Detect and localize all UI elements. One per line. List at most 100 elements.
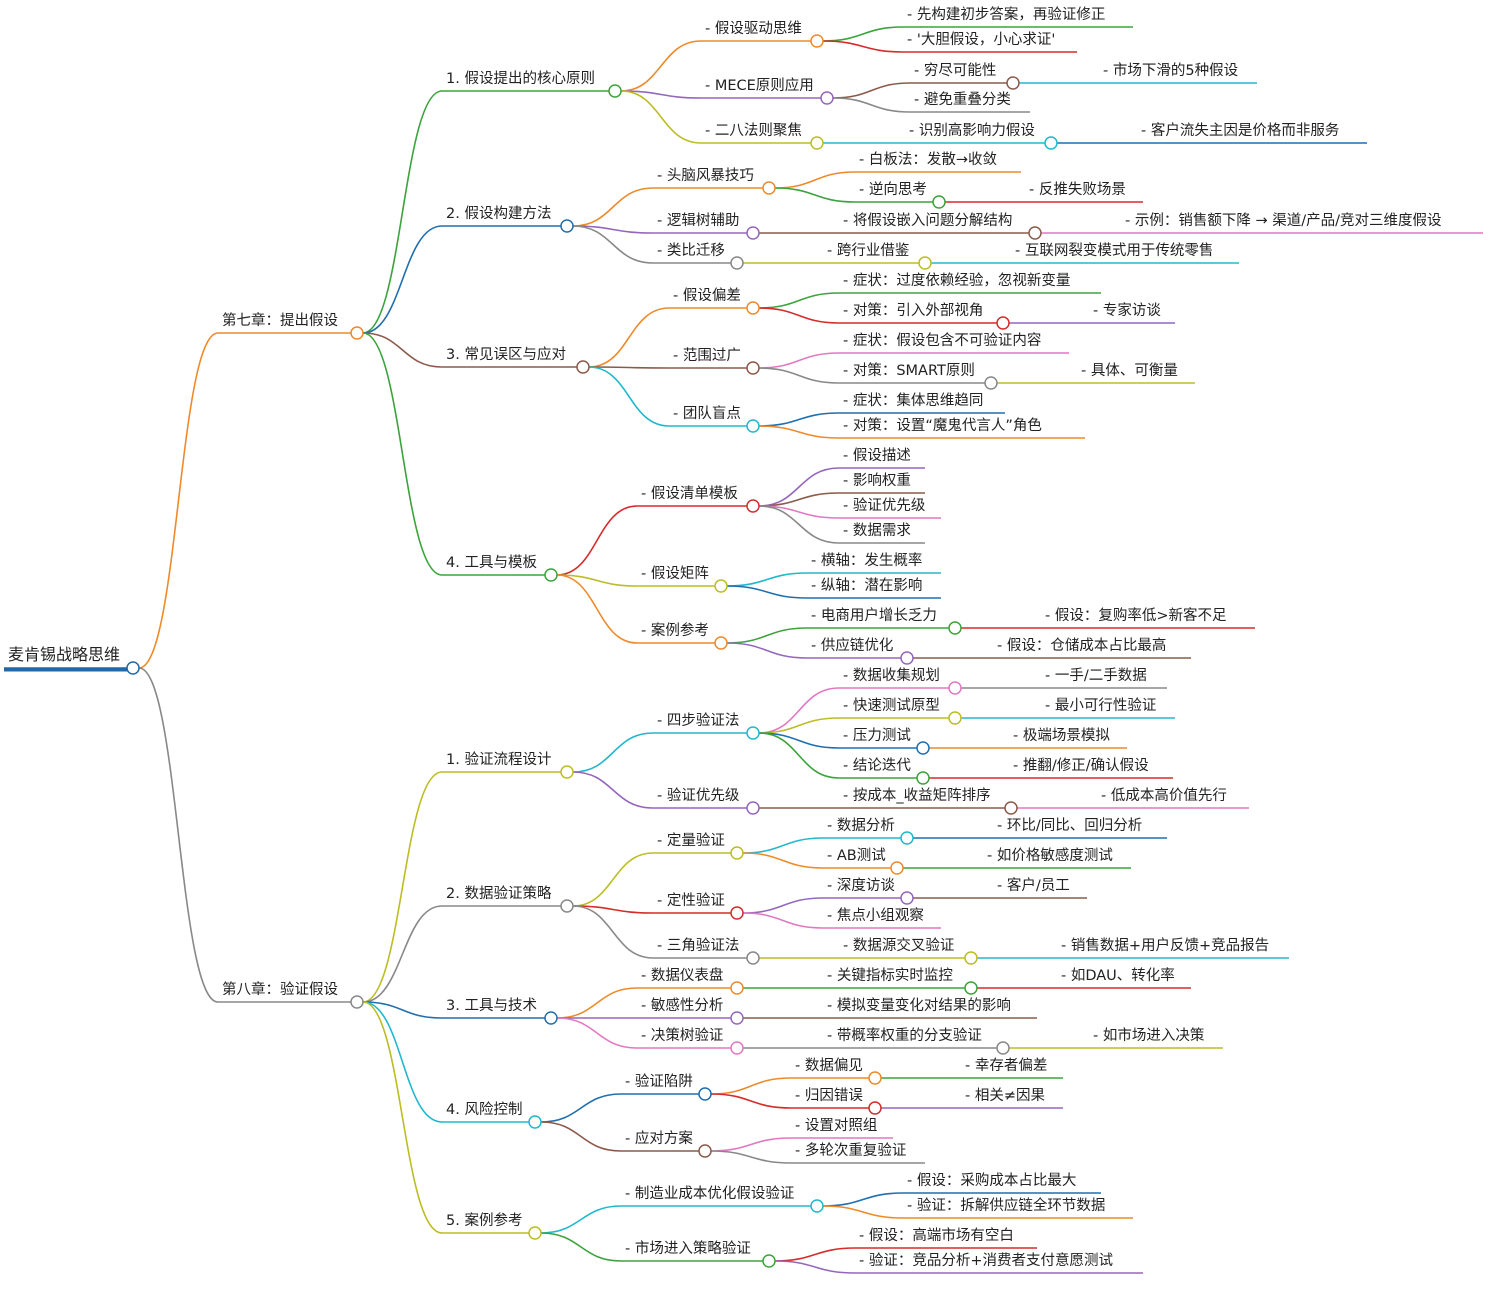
detail-2-3-3-1-node[interactable]: - 如市场进入决策	[1089, 1027, 1223, 1049]
leaf-2-3-3-1-node[interactable]: - 带概率权重的分支验证	[823, 1027, 1003, 1049]
leaf-1-4-3-2-node-toggle-circle[interactable]	[900, 651, 914, 665]
chapter-2-node-toggle-circle[interactable]	[350, 995, 364, 1009]
detail-1-1-2-1-node[interactable]: - 市场下滑的5种假设	[1099, 62, 1257, 84]
leaf-1-2-1-2-node-toggle-circle[interactable]	[932, 195, 946, 209]
section-2-5-node[interactable]: 5. 案例参考	[442, 1211, 535, 1234]
leaf-2-1-1-1-node-toggle-circle[interactable]	[948, 681, 962, 695]
item-2-2-3-node-toggle-circle[interactable]	[746, 951, 760, 965]
detail-2-4-1-2-node[interactable]: - 相关≠因果	[961, 1087, 1063, 1109]
leaf-1-4-1-3-node[interactable]: - 验证优先级	[839, 497, 941, 519]
leaf-2-5-1-1-node[interactable]: - 假设：采购成本占比最大	[903, 1172, 1101, 1194]
section-2-2-node[interactable]: 2. 数据验证策略	[442, 885, 567, 907]
item-2-1-1-node-toggle-circle[interactable]	[746, 726, 760, 740]
leaf-1-1-1-1-node[interactable]: - 先构建初步答案，再验证修正	[903, 5, 1133, 28]
leaf-2-1-1-1-node[interactable]: - 数据收集规划	[839, 667, 955, 689]
item-1-1-1-node-toggle-circle[interactable]	[810, 34, 824, 48]
leaf-2-2-2-2-node[interactable]: - 焦点小组观察	[823, 906, 941, 929]
leaf-1-3-1-2-node-toggle-circle[interactable]	[996, 316, 1010, 330]
item-2-4-2-node[interactable]: - 应对方案	[621, 1129, 705, 1152]
root-node-toggle-circle[interactable]	[126, 661, 140, 675]
item-2-3-1-node[interactable]: - 数据仪表盘	[637, 966, 737, 989]
leaf-1-4-2-2-node[interactable]: - 纵轴：潜在影响	[807, 577, 941, 599]
item-2-2-3-node[interactable]: - 三角验证法	[653, 937, 753, 959]
detail-1-4-3-2-node[interactable]: - 假设：仓储成本占比最高	[993, 637, 1191, 659]
section-2-3-node[interactable]: 3. 工具与技术	[442, 997, 551, 1019]
leaf-1-1-2-1-node[interactable]: - 穷尽可能性	[910, 62, 1013, 84]
item-2-2-1-node-toggle-circle[interactable]	[730, 846, 744, 860]
item-1-4-3-node[interactable]: - 案例参考	[637, 621, 721, 644]
leaf-1-3-3-1-node[interactable]: - 症状：集体思维趋同	[839, 392, 1005, 414]
section-1-4-node-toggle-circle[interactable]	[544, 568, 558, 582]
leaf-1-1-3-1-node[interactable]: - 识别高影响力假设	[905, 122, 1051, 144]
item-2-1-1-node[interactable]: - 四步验证法	[653, 712, 753, 734]
detail-2-1-1-4-node[interactable]: - 推翻/修正/确认假设	[1009, 757, 1173, 779]
item-2-4-2-node-toggle-circle[interactable]	[698, 1144, 712, 1158]
item-2-3-1-node-toggle-circle[interactable]	[730, 981, 744, 995]
leaf-2-3-3-1-node-toggle-circle[interactable]	[996, 1041, 1010, 1055]
leaf-1-4-2-1-node[interactable]: - 横轴：发生概率	[807, 552, 941, 574]
section-1-1-node[interactable]: 1. 假设提出的核心原则	[442, 70, 615, 92]
leaf-2-2-3-1-node-toggle-circle[interactable]	[964, 951, 978, 965]
leaf-1-4-1-4-node[interactable]: - 数据需求	[839, 522, 925, 544]
leaf-1-3-2-2-node-toggle-circle[interactable]	[984, 376, 998, 390]
leaf-2-4-1-1-node-toggle-circle[interactable]	[868, 1071, 882, 1085]
leaf-1-2-3-1-node[interactable]: - 跨行业借鉴	[823, 242, 925, 264]
item-2-3-3-node[interactable]: - 决策树验证	[637, 1027, 737, 1049]
leaf-2-1-1-2-node-toggle-circle[interactable]	[948, 711, 962, 725]
detail-2-1-1-3-node[interactable]: - 极端场景模拟	[1009, 727, 1127, 749]
section-2-1-node[interactable]: 1. 验证流程设计	[442, 751, 567, 773]
leaf-2-5-1-2-node[interactable]: - 验证：拆解供应链全环节数据	[903, 1196, 1133, 1219]
detail-2-1-2-1-node[interactable]: - 低成本高价值先行	[1097, 787, 1249, 809]
detail-2-4-1-1-node[interactable]: - 幸存者偏差	[961, 1057, 1063, 1079]
leaf-1-4-1-2-node[interactable]: - 影响权重	[839, 472, 925, 494]
leaf-1-4-1-1-node[interactable]: - 假设描述	[839, 447, 925, 469]
leaf-1-3-1-1-node[interactable]: - 症状：过度依赖经验，忽视新变量	[839, 272, 1101, 294]
leaf-2-3-1-1-node[interactable]: - 关键指标实时监控	[823, 967, 971, 989]
leaf-2-2-1-2-node[interactable]: - AB测试	[823, 847, 897, 869]
leaf-2-3-2-1-node[interactable]: - 模拟变量变化对结果的影响	[823, 997, 1037, 1019]
leaf-2-4-1-2-node-toggle-circle[interactable]	[868, 1101, 882, 1115]
item-2-5-1-node[interactable]: - 制造业成本优化假设验证	[621, 1185, 817, 1207]
item-1-2-2-node-toggle-circle[interactable]	[746, 226, 760, 240]
leaf-2-4-1-2-node[interactable]: - 归因错误	[791, 1087, 875, 1109]
leaf-1-4-3-1-node[interactable]: - 电商用户增长乏力	[807, 607, 955, 629]
item-1-4-2-node-toggle-circle[interactable]	[714, 579, 728, 593]
item-2-3-2-node-toggle-circle[interactable]	[730, 1011, 744, 1025]
item-2-2-1-node[interactable]: - 定量验证	[653, 832, 737, 854]
leaf-2-1-1-2-node[interactable]: - 快速测试原型	[839, 697, 955, 719]
leaf-2-4-1-1-node[interactable]: - 数据偏见	[791, 1057, 875, 1079]
item-1-4-2-node[interactable]: - 假设矩阵	[637, 565, 721, 587]
leaf-1-1-2-1-node-toggle-circle[interactable]	[1006, 76, 1020, 90]
section-1-4-node[interactable]: 4. 工具与模板	[442, 553, 551, 576]
root-node[interactable]: 麦肯锡战略思维	[4, 645, 133, 669]
item-1-4-1-node-toggle-circle[interactable]	[746, 499, 760, 513]
item-1-1-3-node[interactable]: - 二八法则聚焦	[701, 122, 817, 144]
detail-2-1-1-2-node[interactable]: - 最小可行性验证	[1041, 697, 1175, 719]
item-2-5-1-node-toggle-circle[interactable]	[810, 1199, 824, 1213]
leaf-1-4-3-2-node[interactable]: - 供应链优化	[807, 636, 907, 659]
detail-2-2-1-2-node[interactable]: - 如价格敏感度测试	[983, 847, 1131, 869]
leaf-1-3-2-1-node[interactable]: - 症状：假设包含不可验证内容	[839, 332, 1069, 354]
item-2-3-3-node-toggle-circle[interactable]	[730, 1041, 744, 1055]
detail-1-2-2-1-node[interactable]: - 示例：销售额下降 → 渠道/产品/竞对三维度假设	[1121, 211, 1483, 234]
detail-2-1-1-1-node[interactable]: - 一手/二手数据	[1041, 667, 1167, 689]
item-2-2-2-node-toggle-circle[interactable]	[730, 906, 744, 920]
detail-1-4-3-1-node[interactable]: - 假设：复购率低>新客不足	[1041, 606, 1255, 629]
leaf-1-2-3-1-node-toggle-circle[interactable]	[918, 256, 932, 270]
leaf-1-2-2-1-node-toggle-circle[interactable]	[1028, 226, 1042, 240]
item-2-1-2-node-toggle-circle[interactable]	[746, 801, 760, 815]
item-1-2-1-node-toggle-circle[interactable]	[762, 181, 776, 195]
section-2-4-node[interactable]: 4. 风险控制	[442, 1101, 535, 1123]
leaf-1-1-1-2-node[interactable]: - '大胆假设，小心求证'	[903, 31, 1077, 53]
detail-1-3-2-2-node[interactable]: - 具体、可衡量	[1077, 362, 1195, 384]
section-1-1-node-toggle-circle[interactable]	[608, 84, 622, 98]
section-1-3-node[interactable]: 3. 常见误区与应对	[442, 345, 583, 368]
section-2-2-node-toggle-circle[interactable]	[560, 899, 574, 913]
item-1-1-2-node[interactable]: - MECE原则应用	[701, 76, 827, 99]
item-1-2-3-node-toggle-circle[interactable]	[730, 256, 744, 270]
leaf-2-4-2-1-node[interactable]: - 设置对照组	[791, 1117, 893, 1139]
leaf-2-2-2-1-node-toggle-circle[interactable]	[900, 891, 914, 905]
leaf-1-3-1-2-node[interactable]: - 对策：引入外部视角	[839, 302, 1003, 324]
item-2-5-2-node[interactable]: - 市场进入策略验证	[621, 1240, 769, 1262]
leaf-1-3-2-2-node[interactable]: - 对策：SMART原则	[839, 362, 991, 384]
